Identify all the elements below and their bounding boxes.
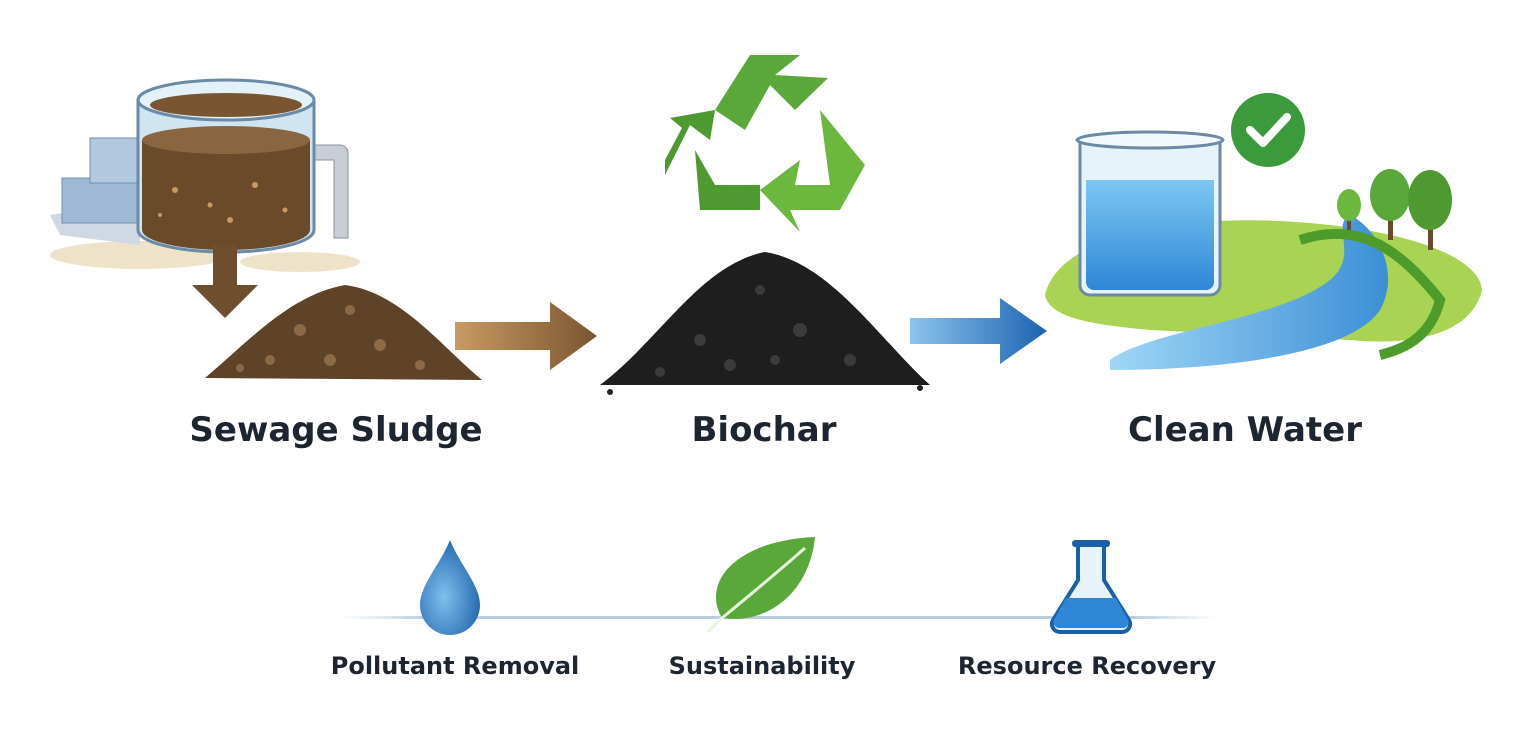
divider-line	[340, 616, 1220, 619]
benefit-label-pollutant-removal: Pollutant Removal	[330, 652, 580, 680]
water-drop-icon	[420, 540, 480, 635]
biochar-pile-icon	[600, 252, 930, 395]
clean-water-beaker-icon	[1075, 130, 1225, 297]
benefit-label-resource-recovery: Resource Recovery	[957, 652, 1217, 680]
check-badge-icon	[1231, 93, 1305, 167]
stage-label-biochar: Biochar	[691, 410, 837, 450]
stage-label-sewage-sludge: Sewage Sludge	[189, 410, 483, 450]
arrow-right-icon	[455, 302, 597, 370]
stage-label-clean-water: Clean Water	[1128, 410, 1362, 450]
down-arrow-icon	[192, 245, 258, 318]
clean-water-scene-icon	[1045, 93, 1482, 370]
sludge-pile-icon	[205, 285, 482, 380]
tree-icon	[1337, 169, 1452, 250]
leaf-icon	[706, 537, 815, 634]
arrow-right-icon	[910, 298, 1047, 364]
flask-icon	[1049, 540, 1133, 635]
benefit-label-sustainability: Sustainability	[668, 652, 856, 680]
sewage-tank-icon	[50, 78, 360, 272]
recycle-icon	[665, 55, 865, 232]
